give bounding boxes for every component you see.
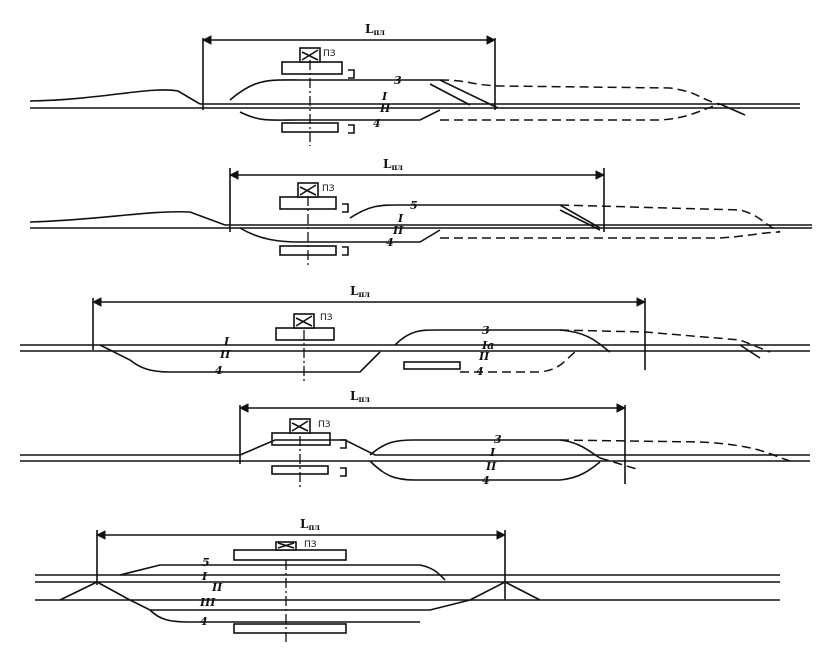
passenger-building-5: ПЗ [233,540,347,634]
layout-scheme-5: Lпл ПЗ 5 I II III 4 [35,517,780,644]
track-label-I: I [381,90,388,103]
layout-scheme-1: Lпл ПЗ 3 I II 4 [29,22,800,146]
track-label-3-3: 3 [482,324,490,337]
building-label-5: ПЗ [304,540,317,550]
track-label-5: 5 [410,199,418,212]
track-label-II-4: II [485,460,497,473]
track-label-I-2: I [397,212,404,225]
building-label-1: ПЗ [323,49,336,59]
layout-scheme-2: Lпл ПЗ 5 I II 4 [29,157,812,265]
track-label-I-4: I [489,446,496,459]
track-label-3: 3 [394,74,402,87]
platform-length-label-1: Lпл [365,22,385,37]
track-label-3-4: 3 [494,433,502,446]
track-label-4: 4 [373,117,381,130]
track-label-4-5: 4 [200,615,208,628]
track-label-5-5: 5 [202,556,210,569]
track-label-4-2: 4 [386,236,394,249]
layout-scheme-3: Lпл ПЗ I II 4 3 Ia II 4 [20,284,810,384]
track-label-4-4: 4 [482,474,490,487]
platform-length-label-3: Lпл [350,284,370,299]
track-label-I-3: I [223,335,230,348]
track-label-II: II [379,102,391,115]
passenger-building-2: ПЗ [279,182,349,256]
track-label-4-3b: 4 [476,365,484,378]
track-label-II-5: II [211,581,223,594]
track-label-II-2: II [392,224,404,237]
platform-length-label-2: Lпл [383,157,403,172]
track-label-II-3b: II [478,350,490,363]
passenger-building-3: ПЗ [275,313,461,370]
platform-length-label-4: Lпл [350,389,370,404]
building-label-4: ПЗ [318,420,331,430]
track-label-I-5: I [201,570,208,583]
track-label-Ia: Ia [481,339,494,352]
track-label-II-3: II [219,348,231,361]
track-label-III-5: III [199,596,216,609]
building-label-3: ПЗ [320,313,333,323]
layout-scheme-4: Lпл ПЗ 3 I II 4 [20,389,810,490]
passenger-building-4: ПЗ [271,418,347,477]
building-label-2: ПЗ [322,184,335,194]
platform-length-label-5: Lпл [300,517,320,532]
track-label-4-3: 4 [215,364,223,377]
